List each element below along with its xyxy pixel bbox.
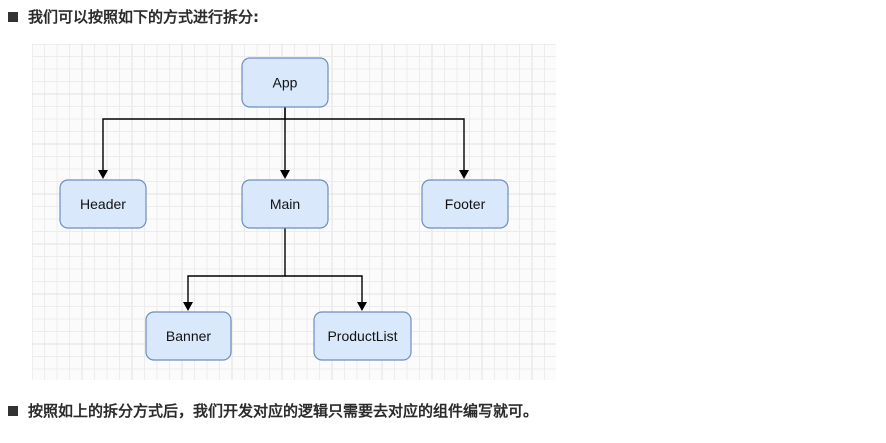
conclusion-text: 按照如上的拆分方式后，我们开发对应的逻辑只需要去对应的组件编写就可。	[28, 402, 539, 420]
intro-line: 我们可以按照如下的方式进行拆分:	[8, 6, 259, 27]
node-productlist: ProductList	[313, 311, 412, 361]
node-main-label: Main	[270, 196, 300, 212]
intro-text: 我们可以按照如下的方式进行拆分:	[28, 8, 260, 26]
arrow-header-icon	[98, 170, 108, 179]
arrow-productlist-icon	[357, 302, 367, 311]
node-banner-label: Banner	[166, 328, 211, 344]
node-app: App	[241, 57, 329, 108]
arrow-banner-icon	[183, 302, 193, 311]
node-footer-label: Footer	[445, 196, 486, 212]
node-app-label: App	[273, 75, 298, 91]
edge-app-footer	[285, 118, 465, 171]
component-tree-diagram: App Header Main Footer Banner ProductLis…	[32, 44, 556, 380]
node-header-label: Header	[80, 196, 126, 212]
bullet-square-icon	[8, 405, 18, 416]
edge-main-productlist	[285, 275, 363, 303]
diagram-edges	[98, 107, 469, 311]
conclusion-line: 按照如上的拆分方式后，我们开发对应的逻辑只需要去对应的组件编写就可。	[8, 400, 538, 421]
node-productlist-label: ProductList	[327, 328, 397, 344]
arrow-footer-icon	[459, 170, 469, 179]
bullet-square-icon	[8, 11, 18, 22]
node-footer: Footer	[421, 179, 509, 229]
node-main: Main	[241, 179, 329, 229]
node-header: Header	[59, 179, 147, 229]
edge-main-banner	[187, 228, 286, 303]
arrow-main-icon	[280, 170, 290, 179]
node-banner: Banner	[145, 311, 232, 361]
